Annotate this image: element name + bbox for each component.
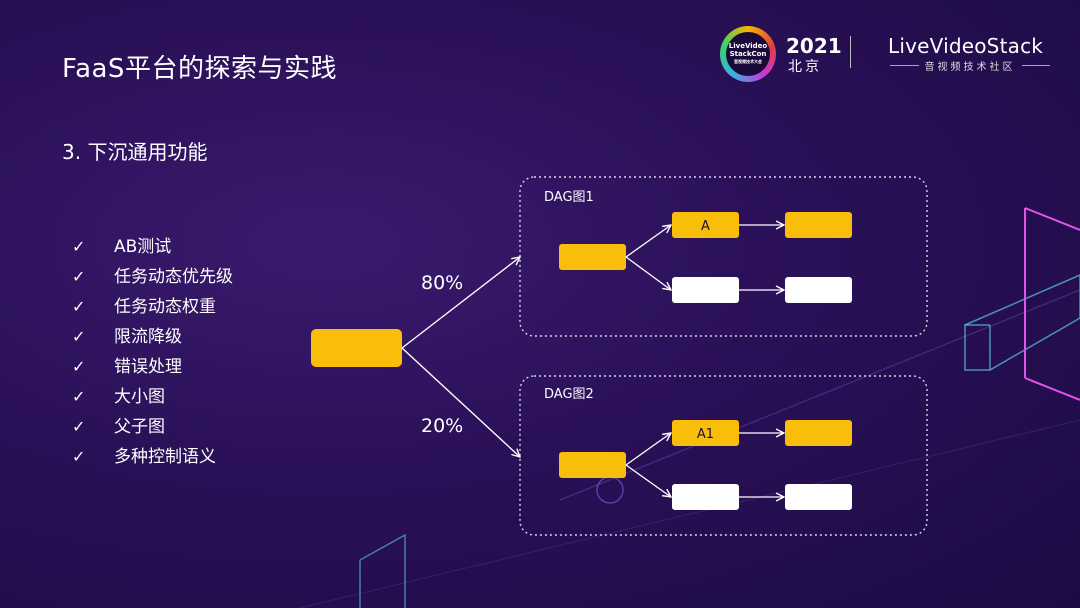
dag1-edge-root-b	[625, 256, 671, 290]
event-logo-line-3: 音视频技术大会	[734, 59, 762, 64]
feature-item: ✓ AB测试	[72, 232, 233, 262]
dag1-node-b-child	[785, 277, 852, 303]
split-label-80: 80%	[421, 272, 463, 294]
check-icon: ✓	[72, 327, 86, 346]
dag2-edge-root-b	[625, 464, 671, 497]
check-icon: ✓	[72, 297, 86, 316]
dag2-node-b	[672, 484, 739, 510]
tagline-rule-left	[890, 65, 919, 66]
dag-group-2-label: DAG图2	[544, 387, 594, 402]
check-icon: ✓	[72, 237, 86, 256]
dag-group-1-label: DAG图1	[544, 190, 594, 205]
dag1-node-a	[672, 212, 739, 238]
event-logo-line-1: LiveVideo	[728, 42, 768, 50]
split-label-20: 20%	[421, 415, 463, 437]
event-logo: LiveVideo StackCon 音视频技术大会	[720, 26, 776, 82]
feature-label: AB测试	[114, 237, 172, 257]
header-divider	[850, 36, 851, 68]
feature-label: 错误处理	[114, 357, 182, 377]
dag2-node-b-child	[785, 484, 852, 510]
dag1-edge-root-a	[625, 225, 671, 258]
feature-item: ✓ 任务动态权重	[72, 292, 233, 322]
feature-label: 任务动态权重	[114, 297, 216, 317]
feature-label: 限流降级	[114, 327, 182, 347]
source-node	[311, 329, 402, 367]
brand-tagline-row: 音视频技术社区	[890, 58, 1050, 73]
feature-item: ✓ 父子图	[72, 412, 233, 442]
event-year: 2021	[786, 34, 842, 58]
edge-source-to-dag2	[401, 347, 520, 457]
dag1-root-node	[559, 244, 626, 270]
feature-list: ✓ AB测试 ✓ 任务动态优先级 ✓ 任务动态权重 ✓ 限流降级 ✓ 错误处理 ✓ 大小图 ✓ 父子图 ✓ 多…	[72, 232, 233, 472]
feature-label: 大小图	[114, 387, 165, 407]
dag2-node-a1-label: A1	[697, 427, 714, 442]
check-icon: ✓	[72, 387, 86, 406]
feature-item: ✓ 错误处理	[72, 352, 233, 382]
dag2-node-a1	[672, 420, 739, 446]
check-icon: ✓	[72, 447, 86, 466]
check-icon: ✓	[72, 267, 86, 286]
page-title: FaaS平台的探索与实践	[62, 54, 337, 84]
feature-label: 父子图	[114, 417, 165, 437]
dag1-node-a-label: A	[701, 219, 710, 234]
feature-item: ✓ 多种控制语义	[72, 442, 233, 472]
tagline-rule-right	[1021, 65, 1050, 66]
brand-tagline: 音视频技术社区	[924, 62, 1016, 73]
feature-item: ✓ 大小图	[72, 382, 233, 412]
feature-label: 多种控制语义	[114, 447, 216, 467]
dag1-node-b	[672, 277, 739, 303]
check-icon: ✓	[72, 417, 86, 436]
dag1-node-a-child	[785, 212, 852, 238]
brand-logo: LiveVideoStack	[888, 34, 1044, 58]
dag2-edge-root-a1	[625, 433, 671, 466]
feature-item: ✓ 任务动态优先级	[72, 262, 233, 292]
event-city: 北京	[788, 59, 822, 75]
check-icon: ✓	[72, 357, 86, 376]
edge-source-to-dag1	[401, 257, 520, 349]
feature-item: ✓ 限流降级	[72, 322, 233, 352]
event-logo-line-2: StackCon	[729, 50, 767, 58]
dag2-node-a1-child	[785, 420, 852, 446]
section-title: 3. 下沉通用功能	[62, 140, 208, 164]
dag2-root-node	[559, 452, 626, 478]
feature-label: 任务动态优先级	[114, 267, 233, 287]
